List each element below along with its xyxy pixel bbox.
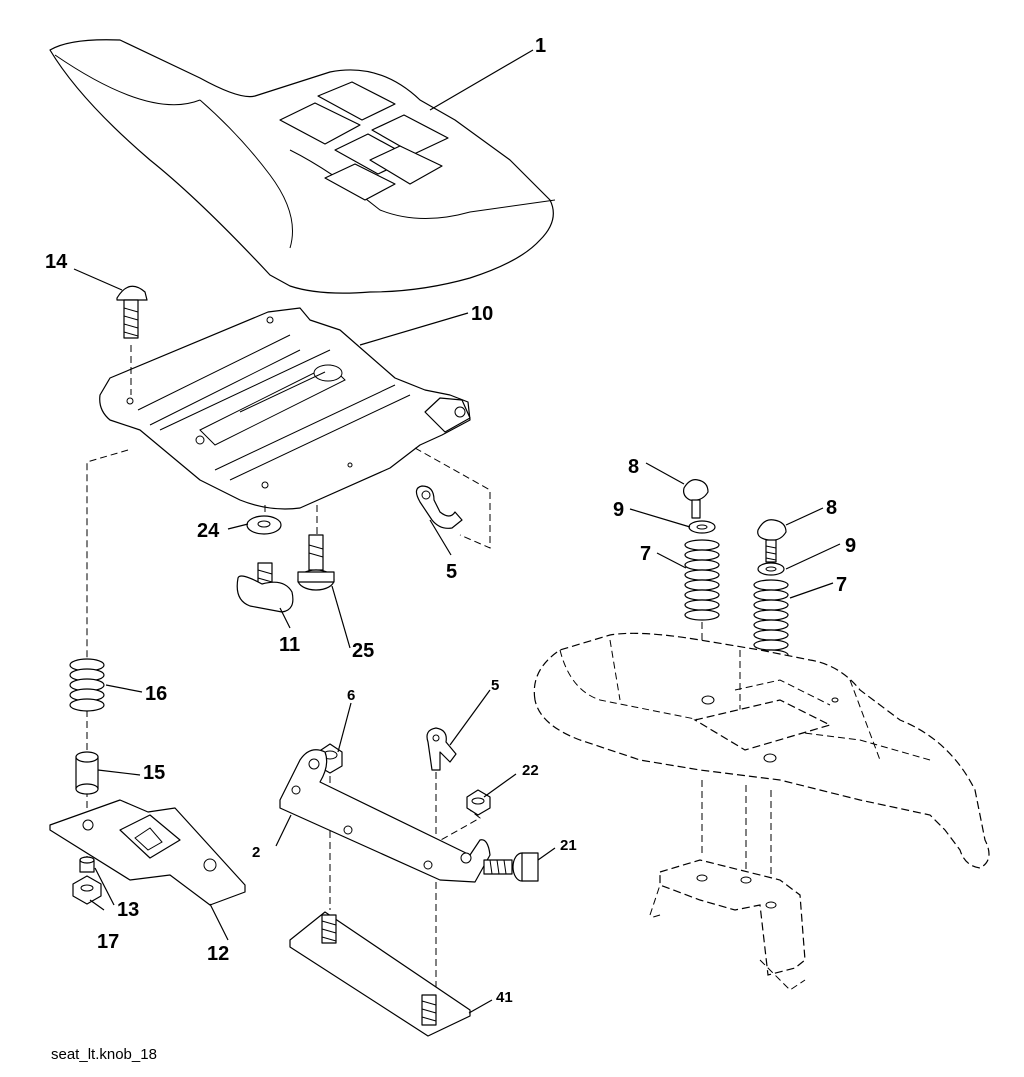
- callout-washer-9-left: 9: [613, 499, 624, 521]
- callout-knob-8-left: 8: [628, 456, 639, 478]
- assembly-line: [414, 447, 491, 549]
- callout-carriage-bolt: 14: [45, 251, 68, 273]
- callout-pivot-bracket: 2: [252, 844, 260, 861]
- bolt-21-part: [483, 852, 539, 882]
- callout-slide-bracket: 12: [207, 943, 229, 965]
- stud-plate-part: [289, 911, 471, 1037]
- seat-part: [49, 39, 556, 294]
- callout-shoulder-bolt: 25: [352, 640, 374, 662]
- washer-24-part: [246, 515, 282, 535]
- callout-nut-6: 6: [347, 687, 355, 704]
- callout-locknut: 17: [97, 931, 119, 953]
- callout-washer-9-right: 9: [845, 535, 856, 557]
- bushing-part: [75, 751, 99, 795]
- carriage-bolt-part: [116, 285, 148, 339]
- fender-mount-bracket-part: [649, 859, 806, 991]
- diagram-caption: seat_lt.knob_18: [51, 1046, 157, 1063]
- spring-7-right-part: [753, 579, 789, 661]
- callout-washer-13: 13: [117, 899, 139, 921]
- wire-clip-lower-part: [426, 727, 457, 771]
- slide-bracket-part: [49, 799, 246, 906]
- spring-16-part: [69, 658, 105, 712]
- callout-bolt-21: 21: [560, 837, 577, 854]
- seat-pan-part: [99, 307, 471, 510]
- knob-part: [236, 562, 294, 613]
- nut-22-part: [466, 789, 491, 816]
- callout-spring-7-right: 7: [836, 574, 847, 596]
- wire-clip-upper-part: [415, 485, 463, 529]
- spring-7-left-part: [684, 539, 720, 621]
- locknut-part: [72, 875, 102, 905]
- washer-9-left-part: [688, 520, 716, 534]
- callout-seat-pan: 10: [471, 303, 493, 325]
- assembly-line: [431, 809, 481, 846]
- callout-spring-7-left: 7: [640, 543, 651, 565]
- shoulder-bolt-part: [297, 534, 335, 591]
- callout-wire-clip-upper: 5: [446, 561, 457, 583]
- callout-knob-8-right: 8: [826, 497, 837, 519]
- callout-nut-22: 22: [522, 762, 539, 779]
- pivot-bracket-part: [279, 749, 491, 883]
- callout-seat: 1: [535, 35, 546, 57]
- callout-stud-plate: 41: [496, 989, 513, 1006]
- leader-lines: [73, 49, 841, 1014]
- washer-13-part: [79, 856, 95, 873]
- callout-spring-16: 16: [145, 683, 167, 705]
- assembly-line: [86, 449, 129, 680]
- callout-bushing: 15: [143, 762, 165, 784]
- callout-wire-clip-lower: 5: [491, 677, 499, 694]
- washer-9-right-part: [757, 562, 785, 576]
- callout-knob: 11: [279, 634, 300, 656]
- knob-8-right-part: [757, 519, 787, 563]
- knob-8-left-part: [683, 479, 709, 519]
- callout-washer-24: 24: [197, 520, 220, 542]
- fender-part: [533, 632, 990, 869]
